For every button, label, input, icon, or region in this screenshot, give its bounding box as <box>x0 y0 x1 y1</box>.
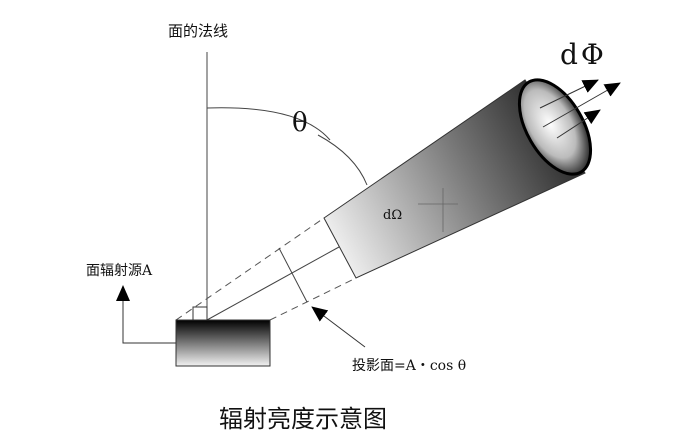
cone-edge-dashed-top <box>175 217 325 321</box>
theta-label: θ <box>292 108 308 138</box>
d-omega-label: dΩ <box>383 208 403 223</box>
diagram-title: 辐射亮度示意图 <box>219 405 387 433</box>
normal-label: 面的法线 <box>168 22 229 40</box>
flux-arrow-3 <box>556 109 601 139</box>
central-ray <box>206 246 340 321</box>
theta-arc <box>206 107 331 141</box>
solid-angle-cone <box>323 79 586 279</box>
projection-label: 投影面=A・cos θ <box>352 358 467 374</box>
flux-arrow-1 <box>539 79 599 109</box>
projection-plane-line <box>278 247 308 303</box>
source-pointer-arrow <box>116 285 176 344</box>
projection-pointer-arrow <box>311 306 366 348</box>
radiating-surface-box <box>175 319 271 367</box>
flux-arrow-2 <box>542 82 621 128</box>
d-phi-label: dΦ <box>560 38 607 71</box>
cone-opening <box>517 78 593 176</box>
cone-edge-dashed-bottom <box>269 277 357 321</box>
source-label: 面辐射源A <box>86 263 153 279</box>
right-angle-mark <box>192 306 208 321</box>
theta-arc-lower <box>317 134 368 186</box>
